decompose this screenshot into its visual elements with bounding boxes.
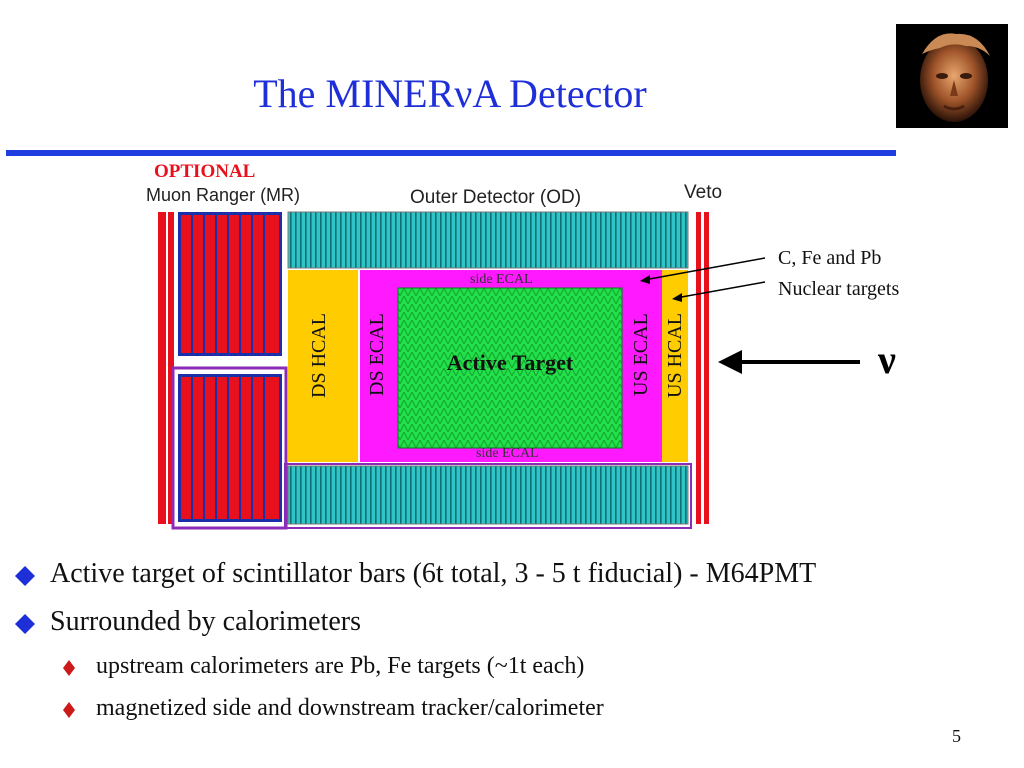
ds-hcal [288, 270, 358, 462]
active-target-label: Active Target [446, 350, 574, 375]
bullet-item: Surrounded by calorimeters [50, 606, 362, 637]
muon-ranger-upper [178, 212, 282, 356]
veto-bar [704, 212, 709, 524]
sub-bullet-marker [62, 701, 76, 724]
ds-hcal-label: DS HCAL [308, 312, 330, 398]
sub-bullet-item: upstream calorimeters are Pb, Fe targets… [96, 653, 585, 679]
outer-detector-label: Outer Detector (OD) [410, 187, 582, 208]
slide-title: The MINERνA Detector [253, 71, 647, 116]
bullet-marker [14, 613, 36, 640]
muon-ranger-label: Muon Ranger (MR) [146, 185, 301, 205]
us-hcal-label: US HCAL [664, 312, 686, 398]
ds-ecal-label: DS ECAL [366, 313, 388, 397]
muon-ranger-lower-optional [171, 366, 288, 530]
bullet-marker [14, 565, 36, 592]
mr-side-bar [158, 212, 166, 524]
veto-bar [696, 212, 701, 524]
page-number: 5 [952, 726, 961, 746]
nuclear-targets-line1: C, Fe and Pb [778, 247, 882, 269]
bullet-item: Active target of scintillator bars (6t t… [50, 558, 817, 589]
active-target [397, 287, 623, 449]
veto-label: Veto [684, 182, 723, 203]
nuclear-targets-line2: Nuclear targets [778, 278, 900, 300]
outer-detector-bottom [287, 465, 689, 525]
neutrino-symbol: ν [878, 337, 896, 382]
side-ecal-bottom-label: side ECAL [476, 446, 539, 461]
us-hcal [662, 270, 688, 462]
mr-side-bar [168, 212, 174, 524]
sub-bullet-marker [62, 659, 76, 682]
us-ecal-label: US ECAL [630, 313, 652, 397]
sub-bullet-item: magnetized side and downstream tracker/c… [96, 695, 604, 721]
optional-label: OPTIONAL [154, 161, 256, 182]
side-ecal-top-label: side ECAL [470, 272, 533, 287]
title-divider [6, 150, 896, 156]
portrait-image [896, 24, 1008, 128]
detector-diagram [0, 160, 1024, 540]
outer-detector-top [287, 211, 689, 269]
